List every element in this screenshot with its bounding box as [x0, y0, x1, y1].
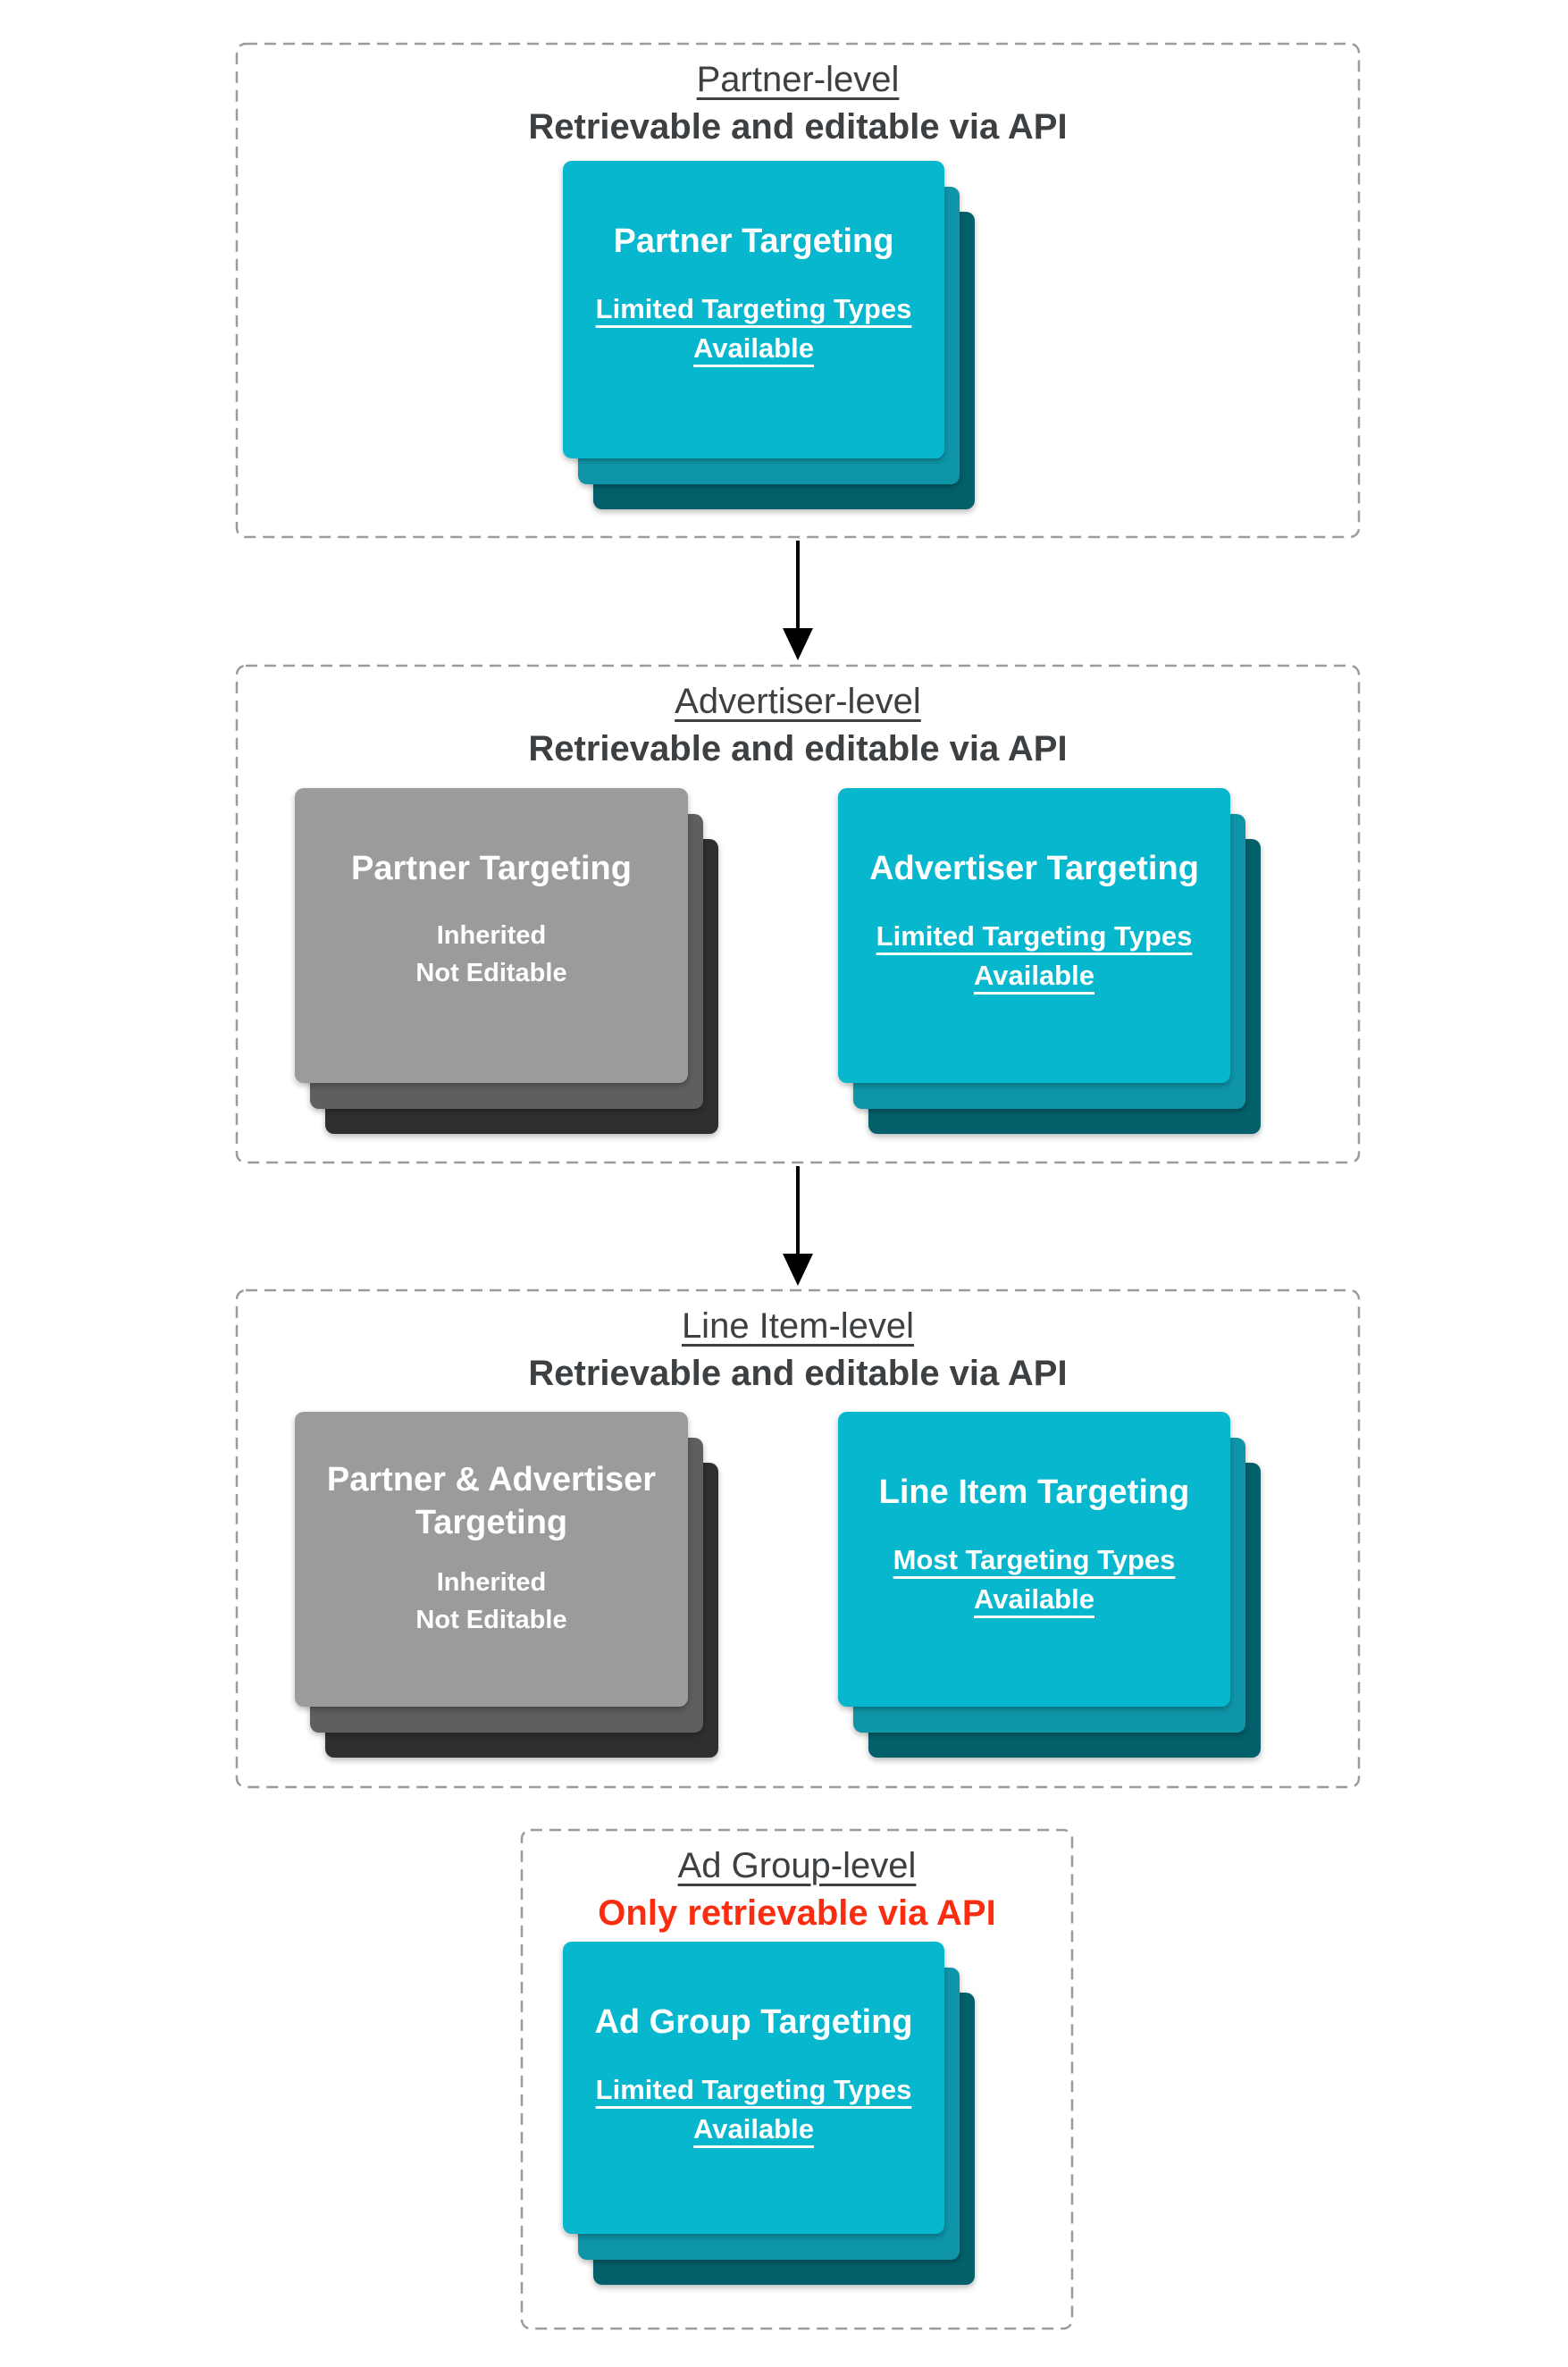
section-partner-level: Partner-level Retrievable and editable v…: [235, 42, 1361, 539]
flow-arrow-2: [783, 1166, 813, 1286]
level-title: Advertiser-level: [675, 682, 921, 721]
section-heading: Advertiser-level Retrievable and editabl…: [235, 664, 1361, 773]
arrow-down-icon: [783, 1254, 813, 1286]
card-body: Limited Targeting Types Available: [876, 920, 1193, 991]
card-partner-targeting: Partner Targeting Limited Targeting Type…: [563, 161, 975, 509]
section-ad-group-level: Ad Group-level Only retrievable via API …: [520, 1828, 1074, 2330]
section-line-item-level: Line Item-level Retrievable and editable…: [235, 1288, 1361, 1789]
level-subtitle: Retrievable and editable via API: [528, 1354, 1068, 1393]
card-title: Partner Targeting: [613, 222, 894, 260]
card-title: Ad Group Targeting: [594, 2003, 913, 2041]
card-partner-targeting-inherited: Partner Targeting Inherited Not Editable: [295, 788, 718, 1134]
card-title: Advertiser Targeting: [869, 850, 1199, 887]
card-body: Limited Targeting Types Available: [595, 293, 912, 364]
arrow-shaft: [796, 541, 800, 628]
level-title: Line Item-level: [681, 1306, 915, 1346]
dashed-border: [235, 1288, 1361, 1789]
flow-arrow-1: [783, 541, 813, 660]
card-title: Partner & Advertiser Targeting: [326, 1461, 657, 1541]
card-line-item-targeting: Line Item Targeting Most Targeting Types…: [838, 1412, 1261, 1758]
level-subtitle: Only retrievable via API: [598, 1893, 996, 1933]
card-body: Limited Targeting Types Available: [595, 2074, 912, 2145]
card-front-layer: Partner Targeting Inherited Not Editable: [295, 788, 688, 1083]
level-title: Ad Group-level: [677, 1846, 917, 1885]
card-title: Line Item Targeting: [878, 1473, 1190, 1511]
card-front-layer: Partner & Advertiser Targeting Inherited…: [295, 1412, 688, 1707]
card-partner-advertiser-targeting: Partner & Advertiser Targeting Inherited…: [295, 1412, 718, 1758]
section-heading: Partner-level Retrievable and editable v…: [235, 42, 1361, 151]
card-advertiser-targeting: Advertiser Targeting Limited Targeting T…: [838, 788, 1261, 1134]
card-front-layer: Ad Group Targeting Limited Targeting Typ…: [563, 1942, 944, 2234]
card-front-layer: Partner Targeting Limited Targeting Type…: [563, 161, 944, 458]
level-subtitle: Retrievable and editable via API: [528, 107, 1068, 147]
card-front-layer: Line Item Targeting Most Targeting Types…: [838, 1412, 1230, 1707]
dashed-border: [235, 42, 1361, 539]
arrow-shaft: [796, 1166, 800, 1254]
card-body-line: Not Editable: [415, 959, 567, 987]
card-body-line: Not Editable: [415, 1606, 567, 1634]
level-subtitle: Retrievable and editable via API: [528, 729, 1068, 768]
card-title: Partner Targeting: [351, 850, 632, 887]
section-advertiser-level: Advertiser-level Retrievable and editabl…: [235, 664, 1361, 1164]
dashed-border: [520, 1828, 1074, 2330]
card-body-line: Inherited: [436, 1568, 547, 1597]
arrow-down-icon: [783, 628, 813, 660]
card-ad-group-targeting: Ad Group Targeting Limited Targeting Typ…: [563, 1942, 975, 2285]
section-heading: Ad Group-level Only retrievable via API: [520, 1828, 1074, 1937]
section-heading: Line Item-level Retrievable and editable…: [235, 1288, 1361, 1398]
card-front-layer: Advertiser Targeting Limited Targeting T…: [838, 788, 1230, 1083]
card-body-line: Inherited: [436, 921, 547, 950]
level-title: Partner-level: [696, 60, 900, 99]
card-body: Inherited Not Editable: [415, 1564, 566, 1639]
card-body: Most Targeting Types Available: [893, 1544, 1176, 1615]
dashed-border: [235, 664, 1361, 1164]
card-body: Inherited Not Editable: [415, 917, 566, 992]
